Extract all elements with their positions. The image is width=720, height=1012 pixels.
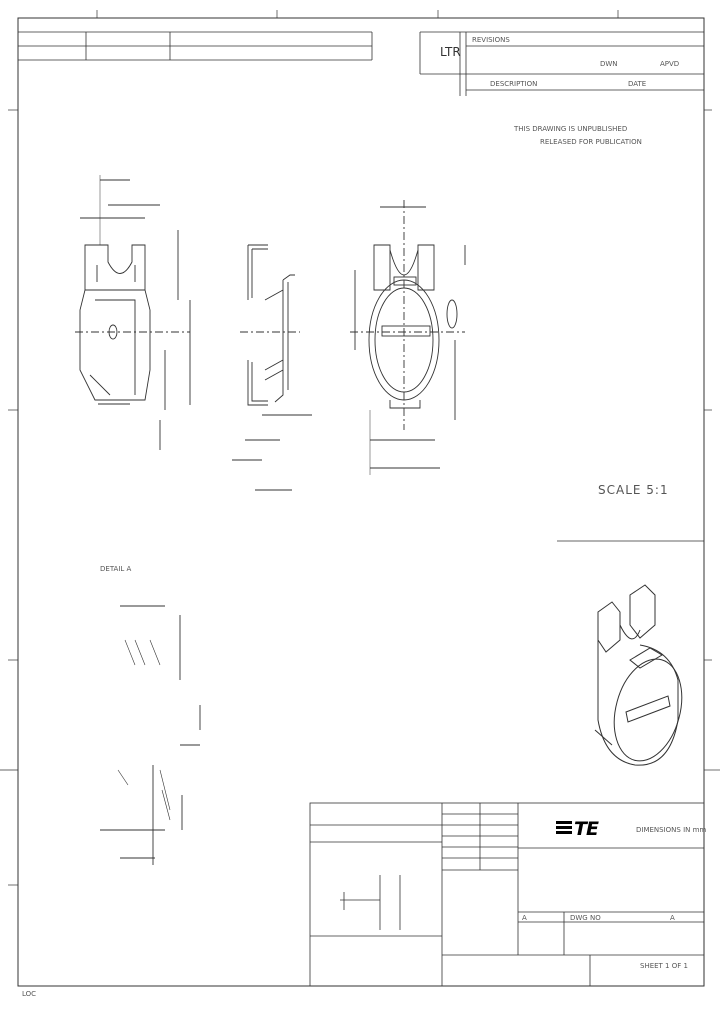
rev-ltr-header: LTR: [440, 45, 461, 59]
rev-apvd-header: APVD: [660, 60, 680, 68]
revisions-title: REVISIONS: [472, 36, 510, 44]
rev-dwn-header: DWN: [600, 60, 618, 68]
detail-view: [100, 605, 201, 865]
isometric-view: [594, 584, 683, 766]
revision-block-lines: [419, 31, 704, 96]
rev-date-header: DATE: [628, 80, 647, 88]
rev-desc-header: DESCRIPTION: [490, 80, 538, 88]
rear-view: [350, 200, 466, 475]
side-view: [232, 244, 312, 491]
sheet-label: SHEET 1 OF 1: [640, 962, 688, 970]
sheet-border: [17, 17, 705, 987]
dwg-no-label: DWG NO: [570, 914, 601, 922]
units-note: DIMENSIONS IN mm: [636, 826, 707, 834]
company-logo: TE: [574, 818, 599, 840]
te-logo-icon: [556, 821, 572, 837]
title-block-lines: [309, 802, 705, 987]
corner-mark: LOC: [22, 990, 37, 998]
unpublished-note: THIS DRAWING IS UNPUBLISHED: [514, 125, 628, 133]
size-label: A: [522, 914, 527, 922]
rev-letter: A: [670, 914, 675, 922]
top-left-block: [18, 31, 373, 61]
front-view: [75, 175, 191, 450]
release-note: RELEASED FOR PUBLICATION: [540, 138, 642, 146]
detail-view-label: DETAIL A: [100, 565, 132, 573]
scale-label: SCALE 5:1: [598, 483, 669, 497]
zone-ticks: [0, 10, 720, 886]
